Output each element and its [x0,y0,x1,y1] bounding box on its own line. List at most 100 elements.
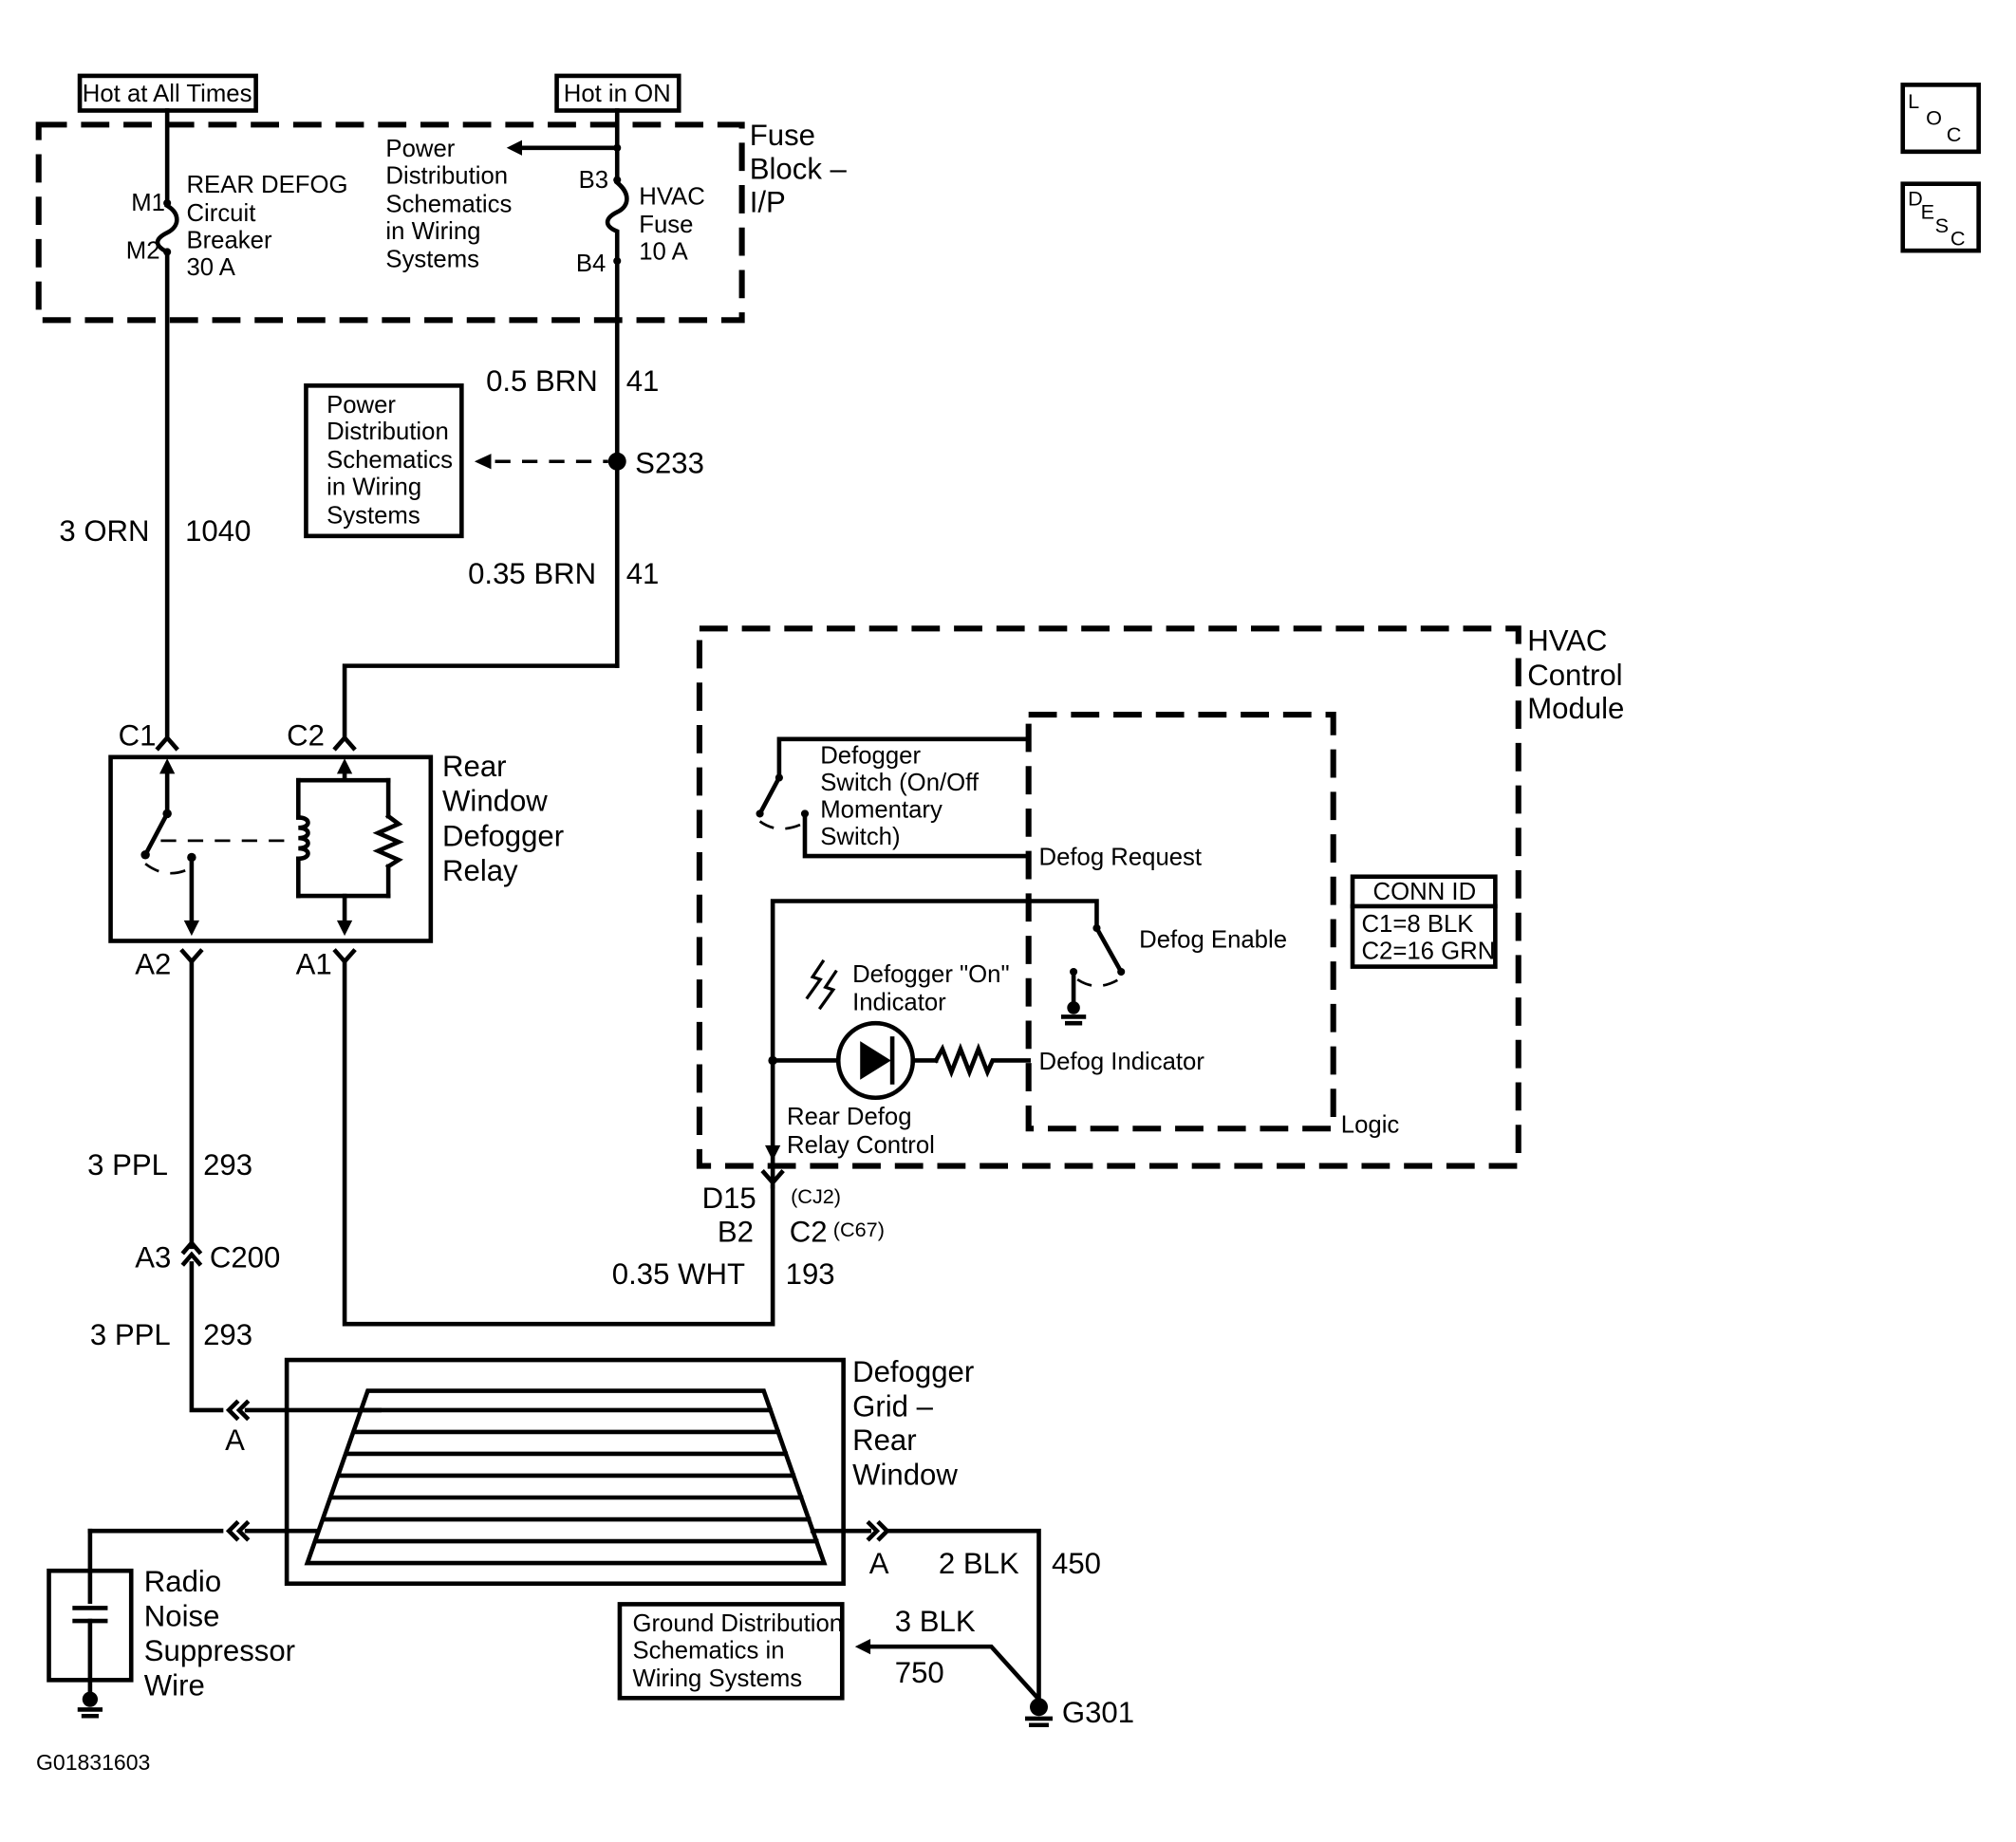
svg-text:E: E [1921,199,1934,223]
radio-label-2: Noise [144,1599,220,1632]
wire-2blk-label: 2 BLK [939,1547,1019,1580]
cb-label-3: Breaker [186,227,271,253]
fuse-block-label-3: I/P [750,185,786,218]
circ-450-label: 450 [1052,1547,1101,1580]
pds-a-2: Distribution [385,163,508,190]
wire-brn-to-c2 [342,663,620,738]
gds-box [617,1602,845,1701]
circ-293b-label: 293 [203,1318,252,1351]
pin-b2-label: B2 [718,1215,754,1248]
circ-41a-label: 41 [626,364,660,398]
svg-text:L: L [1908,89,1919,113]
defogger-grid-outline [284,1357,846,1587]
pds-b-box [304,383,464,539]
fuse-block-label-1: Fuse [750,119,815,152]
circuit-breaker-symbol [155,202,179,255]
gds-label-2: Schematics in [632,1637,784,1664]
conn-id-c1: C1=8 BLK [1361,911,1473,938]
conn-c2-icon [332,734,357,752]
defogger-on-label-1: Defogger "On" [852,961,1010,988]
svg-text:S: S [1935,214,1949,237]
pds-a-5: Systems [385,247,479,273]
relay-switch-blade [142,810,171,858]
hvac-module-label-1: HVAC [1527,623,1607,657]
wire-035wht-193 [342,958,775,1327]
grid-label-2: Grid – [852,1390,933,1423]
cb-label-1: REAR DEFOG [186,172,347,198]
arrow-pds-a-icon [506,140,522,156]
relay-label-3: Defogger [442,819,564,852]
hot-in-on-box: Hot in ON [554,73,681,113]
logic-outline [1025,712,1336,1132]
svg-text:D: D [1908,187,1923,211]
conn-c200-upper-icon [180,1239,203,1256]
ground-g301-label: G301 [1062,1696,1134,1729]
hvac-fuse-label-2: Fuse [639,212,693,238]
svg-text:C: C [1951,227,1966,251]
pin-a1-label: A1 [296,948,332,981]
loc-button[interactable]: L O C [1900,83,1981,155]
conn-c200-label: C200 [210,1241,280,1275]
pds-a-3: Schematics [385,191,512,217]
pds-b-3: Schematics [327,447,453,474]
suppressor-ground-icon [82,1691,99,1707]
rear-defog-rc-label-1: Rear Defog [787,1104,912,1130]
module-ground-icon [1067,1001,1080,1014]
relay-coil-symbol [296,815,310,862]
conn-c67-label: (C67) [833,1218,885,1241]
defog-request-label: Defog Request [1039,845,1203,871]
relay-label-4: Relay [442,854,518,887]
defogger-switch-label-2: Switch (On/Off [820,770,980,796]
gds-label-3: Wiring Systems [632,1665,802,1692]
defogger-on-label-2: Indicator [852,990,946,1016]
pin-m2-label: M2 [126,237,160,264]
circ-293a-label: 293 [203,1148,252,1181]
wire-05brn-label: 0.5 BRN [486,364,598,398]
wire-defog-request [802,811,1031,859]
desc-button[interactable]: D E S C [1900,181,1981,253]
svg-text:C: C [1947,122,1962,146]
circ-41b-label: 41 [626,557,660,590]
pds-b-4: in Wiring [327,474,421,500]
figure-id: G01831603 [36,1750,150,1775]
hot-at-all-times-label: Hot at All Times [83,81,252,107]
splice-s233-label: S233 [635,446,704,479]
circ-750-label: 750 [895,1656,944,1689]
pin-a3-label: A3 [135,1241,171,1275]
pin-c2-label: C2 [287,719,325,753]
pin-b4-label: B4 [576,251,606,277]
conn-cj2-label: (CJ2) [791,1184,841,1208]
gds-label-1: Ground Distribution [632,1610,843,1637]
relay-resistor-symbol [372,812,404,870]
conn-id-title: CONN ID [1373,879,1477,905]
hvac-module-label-3: Module [1527,692,1624,725]
indicator-resistor-symbol [933,1042,1031,1079]
defog-enable-label: Defog Enable [1139,926,1287,953]
radio-label-4: Wire [144,1669,205,1702]
pin-a-right-label: A [869,1547,889,1580]
conn-c200-lower-icon [180,1251,203,1267]
pds-b-2: Distribution [327,419,449,445]
hvac-module-label-2: Control [1527,659,1622,692]
wire-3ppl-293-b [189,1261,224,1413]
arrow-pds-b-icon [474,454,492,470]
hvac-fuse-label-3: 10 A [639,239,688,266]
relay-label-2: Window [442,785,548,818]
arrow-gds-icon [854,1638,871,1655]
pds-b-5: Systems [327,502,420,529]
light-emission-icon [805,958,838,1011]
defogger-switch-blade [756,774,783,817]
defog-indicator-label: Defog Indicator [1039,1049,1205,1075]
wire-3ppl-b-label: 3 PPL [90,1318,171,1351]
conn-id-c2: C2=16 GRN [1361,938,1495,964]
circ-193-label: 193 [786,1257,835,1291]
wire-3blk-label: 3 BLK [895,1605,976,1638]
pds-b-1: Power [327,392,396,419]
wire-3orn-label: 3 ORN [59,514,149,548]
wire-defog-switch-top [776,736,1031,780]
svg-text:O: O [1926,105,1942,129]
wire-2blk-450 [885,1528,1041,1702]
conn-d15-icon [760,1169,785,1186]
pds-a-1: Power [385,136,455,162]
relay-outline [108,754,434,943]
